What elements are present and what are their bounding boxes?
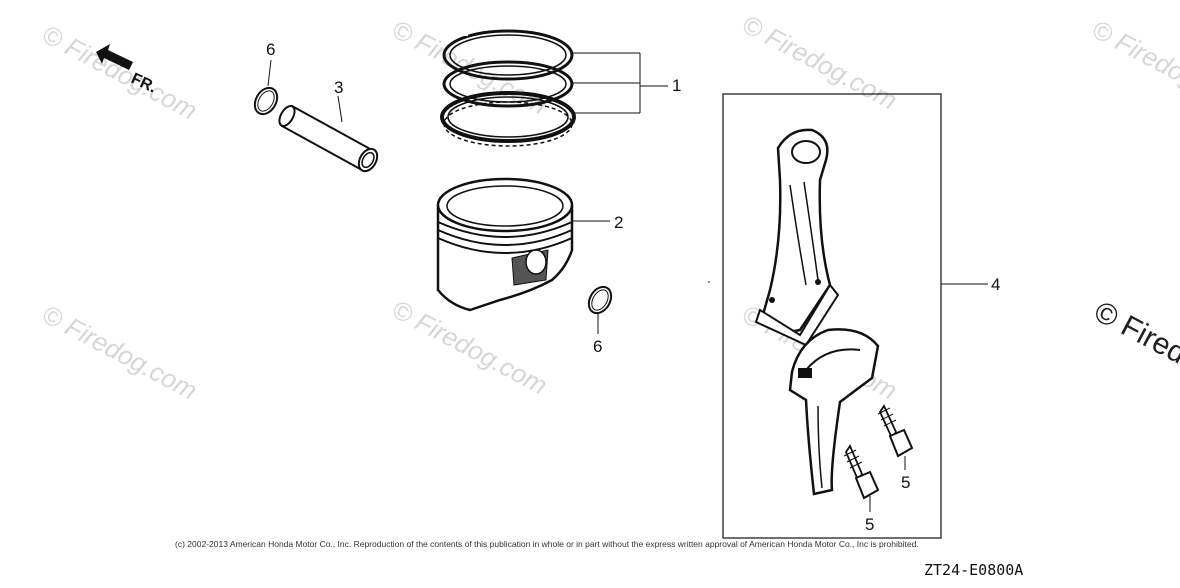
rod-bolt-right: [877, 404, 914, 470]
callout-piston-pin: 3: [334, 78, 343, 97]
callout-piston-rings: 1: [672, 76, 681, 95]
callout-pin-clip-bottom: 6: [593, 337, 602, 356]
rod-bolt-left: [843, 444, 880, 512]
piston-pin: [278, 95, 379, 173]
watermark-5: © Firedog.com: [37, 299, 202, 406]
arrow-icon: [96, 44, 133, 70]
piston: [436, 177, 610, 312]
callout-piston: 2: [614, 213, 623, 232]
watermark-4: © Firedog.com: [1087, 14, 1180, 121]
watermark-8: © Firedog.com: [1089, 295, 1180, 417]
stray-mark: [708, 281, 710, 283]
callout-pin-clip-top: 6: [266, 40, 275, 59]
watermarks: © Firedog.com © Firedog.com © Firedog.co…: [37, 9, 1180, 417]
copyright-notice: (c) 2002-2013 American Honda Motor Co., …: [175, 539, 919, 549]
connecting-rod-set: [722, 93, 988, 539]
connecting-rod: [754, 128, 840, 347]
diagram-code: ZT24-E0800A: [924, 561, 1023, 579]
pin-clip-top: [253, 59, 279, 116]
callout-rod-bolt-right: 5: [901, 473, 910, 492]
watermark-1: © Firedog.com: [37, 19, 202, 126]
callout-connecting-rod-set: 4: [991, 275, 1000, 294]
connecting-rod-cap: [788, 328, 880, 496]
piston-rings: [440, 29, 668, 147]
callout-rod-bolt-left: 5: [865, 515, 874, 534]
pin-clip-bottom: [587, 285, 613, 334]
watermark-3: © Firedog.com: [737, 9, 902, 116]
